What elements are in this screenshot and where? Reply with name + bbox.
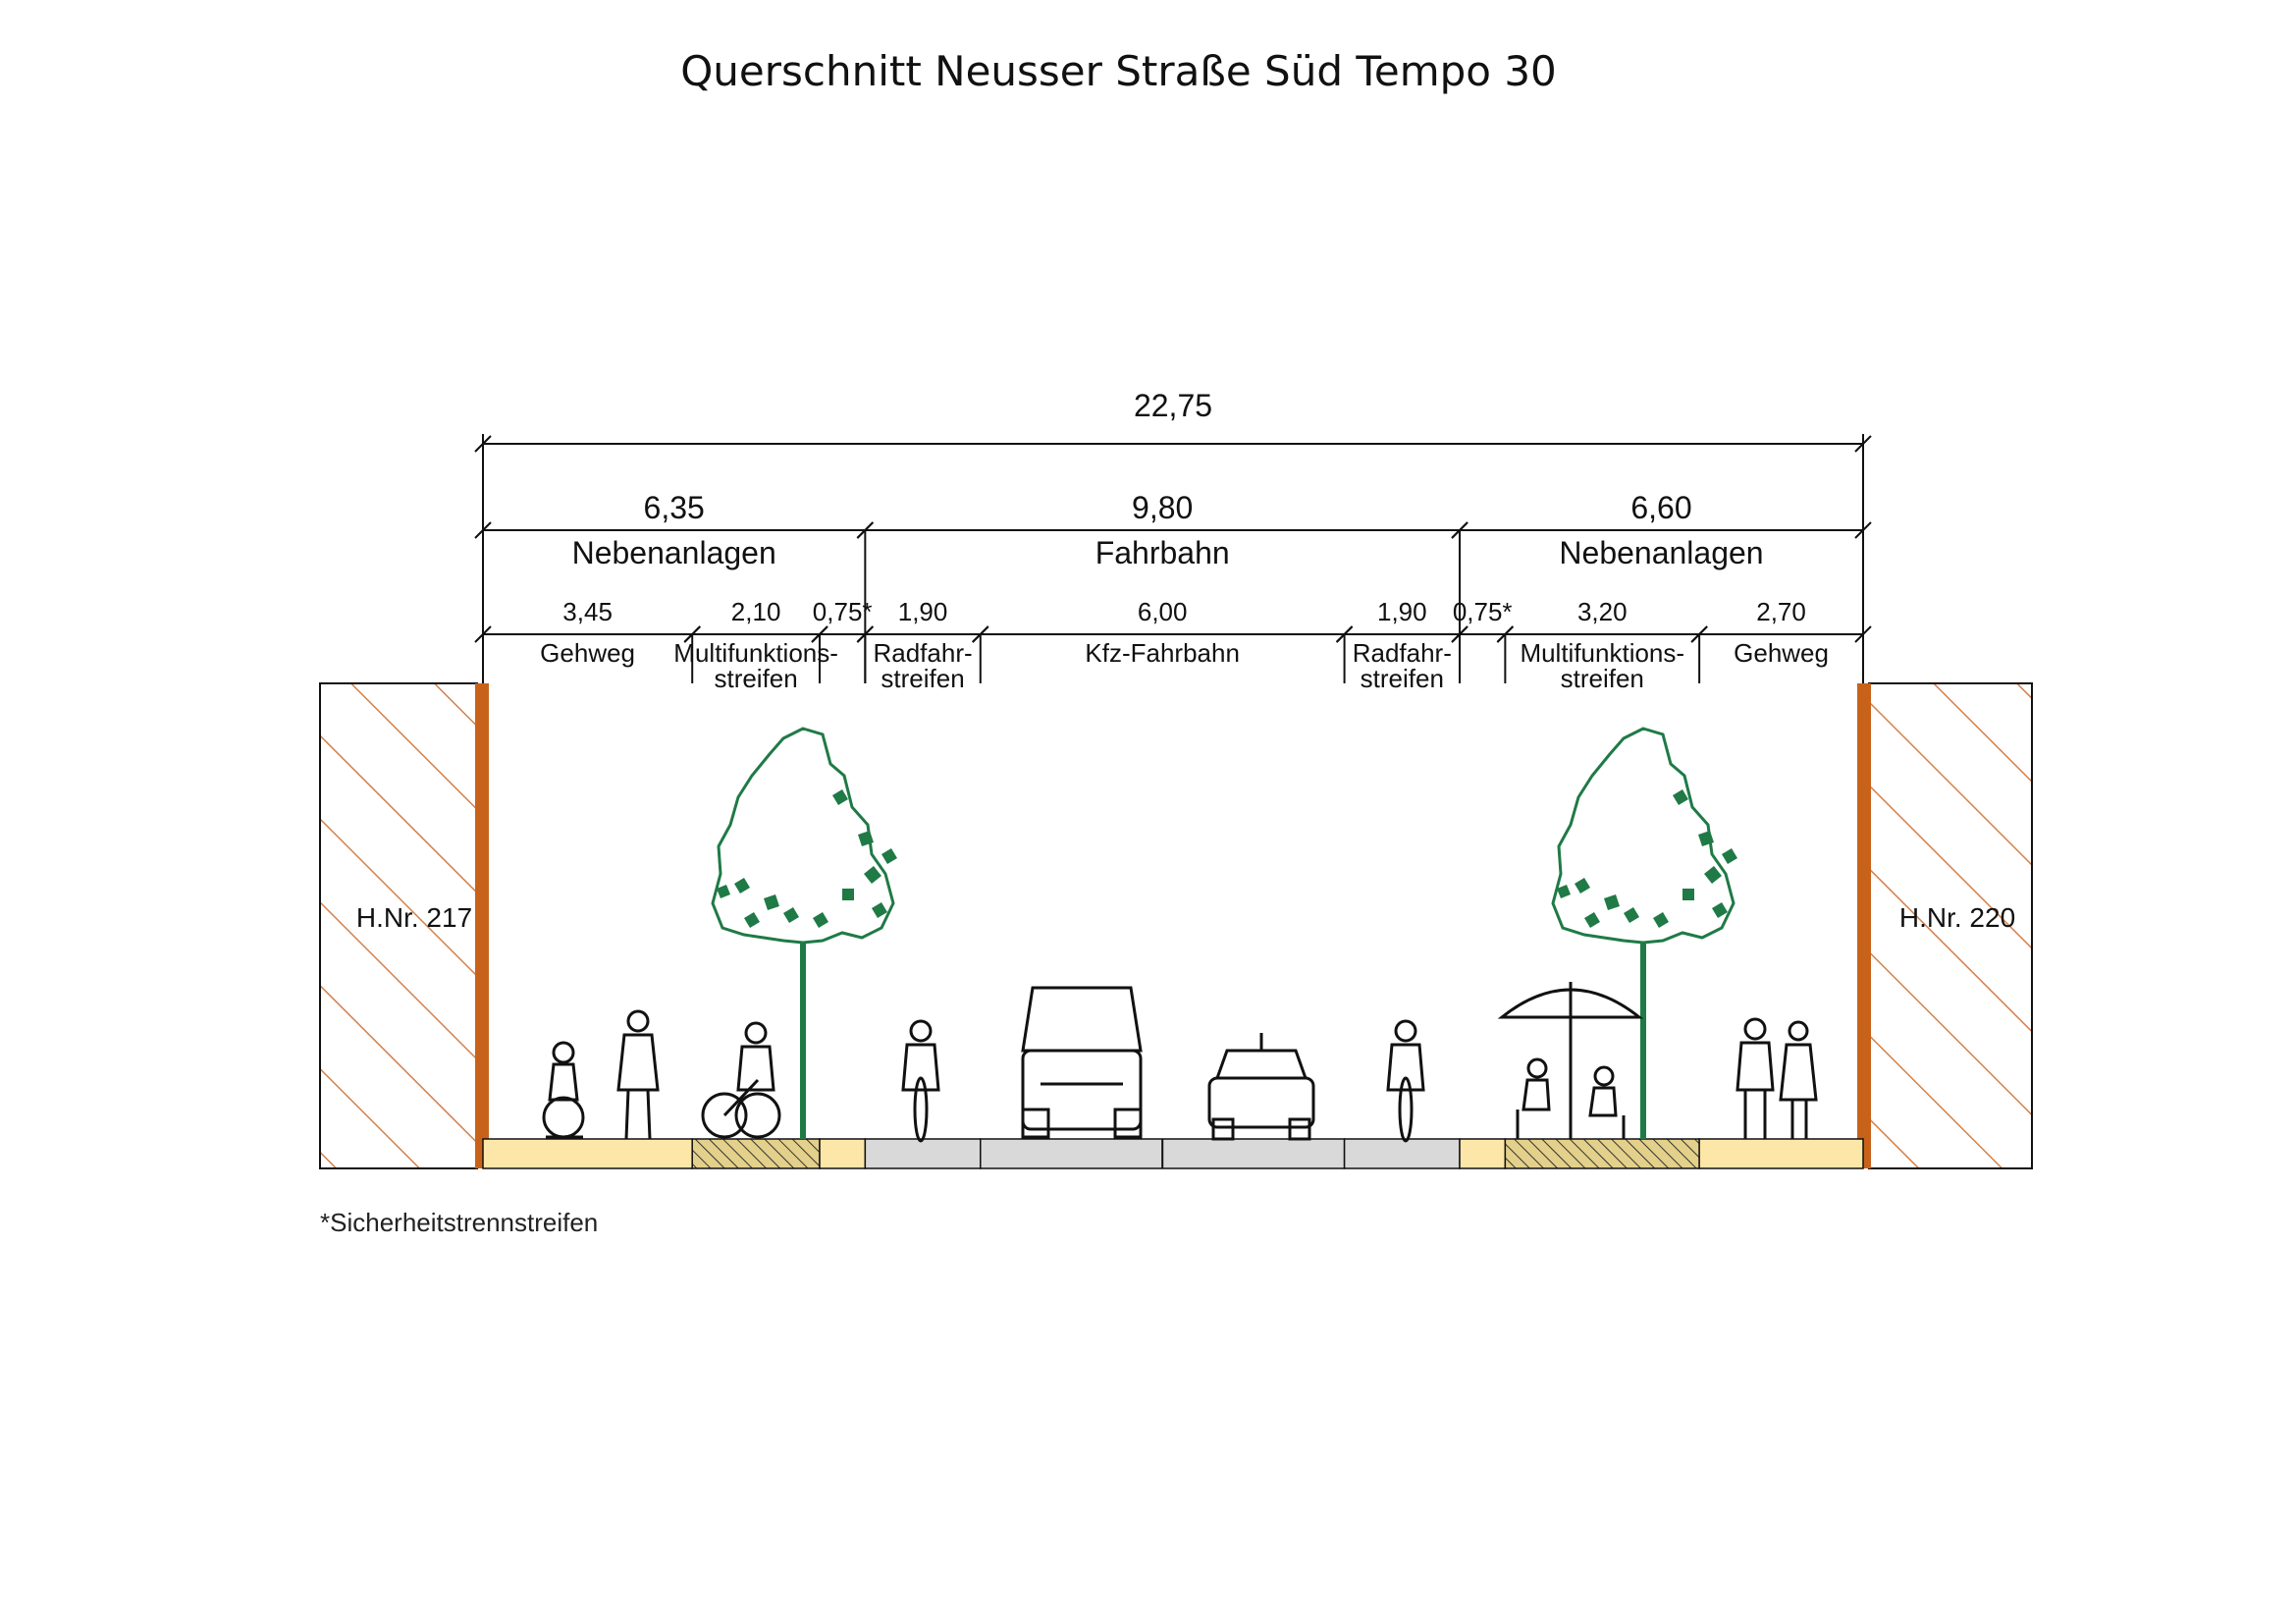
dimension-tick xyxy=(856,521,875,539)
segment-width-label: 3,20 xyxy=(1577,597,1628,626)
segment-width-label: 0,75* xyxy=(1453,597,1513,626)
ground-strip xyxy=(691,1138,821,1169)
segment-name-label: Gehweg xyxy=(540,638,635,668)
ground-strip xyxy=(1343,1138,1461,1169)
dimension-tick xyxy=(1690,625,1708,643)
group-name-label: Nebenanlagen xyxy=(572,535,776,570)
group-name-label: Fahrbahn xyxy=(1095,535,1230,570)
segment-name-label: Gehweg xyxy=(1734,638,1829,668)
dimension-tick xyxy=(1451,521,1468,539)
segment-name-label: streifen xyxy=(1561,664,1644,693)
ground-strip xyxy=(482,1138,693,1169)
segment-name-label: streifen xyxy=(1361,664,1444,693)
dimension-tick xyxy=(856,625,875,643)
group-name-label: Nebenanlagen xyxy=(1559,535,1763,570)
cafe-umbrella-icon xyxy=(1497,982,1644,1139)
segment-name-label: Multifunktions- xyxy=(1520,638,1684,668)
group-width-label: 9,80 xyxy=(1132,490,1193,525)
dimension-tick xyxy=(474,625,492,643)
segment-width-label: 6,00 xyxy=(1138,597,1188,626)
segment-name-label: Kfz-Fahrbahn xyxy=(1085,638,1240,668)
segment-name-label: streifen xyxy=(714,664,797,693)
dimension-tick xyxy=(1451,625,1468,643)
page-title: Querschnitt Neusser Straße Süd Tempo 30 xyxy=(680,47,1557,95)
building-right xyxy=(1868,682,2033,1169)
ground-strip xyxy=(1459,1138,1507,1169)
person-with-bicycle-icon xyxy=(701,1021,781,1139)
segment-width-label: 0,75* xyxy=(813,597,873,626)
cyclist-icon xyxy=(1386,1019,1425,1143)
pedestrian-icon xyxy=(616,1009,660,1140)
facade-right xyxy=(1857,683,1871,1168)
dimension-chain xyxy=(474,434,1872,1168)
group-width-label: 6,60 xyxy=(1630,490,1691,525)
building-left xyxy=(319,682,478,1169)
building-left-label: H.Nr. 217 xyxy=(356,902,472,933)
tree-icon xyxy=(711,727,897,1139)
dimension-tick xyxy=(811,625,828,643)
dimension-tick xyxy=(1496,625,1515,643)
ground-strip xyxy=(1504,1138,1700,1169)
building-right-label: H.Nr. 220 xyxy=(1899,902,2015,933)
ground-strips xyxy=(482,1138,1864,1169)
segment-width-label: 1,90 xyxy=(1377,597,1427,626)
dimension-tick xyxy=(1335,625,1354,643)
segment-name-label: streifen xyxy=(881,664,964,693)
wheelchair-user-icon xyxy=(542,1041,585,1139)
segment-width-label: 2,70 xyxy=(1756,597,1806,626)
segment-name-label: Radfahr- xyxy=(873,638,972,668)
dimension-tick xyxy=(972,625,989,643)
cyclist-icon xyxy=(901,1019,940,1143)
facade-left xyxy=(475,683,489,1168)
ground-strip xyxy=(819,1138,867,1169)
ground-strip xyxy=(864,1138,982,1169)
car-icon xyxy=(1207,1033,1315,1141)
segment-width-label: 3,45 xyxy=(562,597,613,626)
ground-strip xyxy=(1698,1138,1864,1169)
segment-width-label: 1,90 xyxy=(898,597,948,626)
group-width-label: 6,35 xyxy=(644,490,705,525)
total-width-label: 22,75 xyxy=(1134,388,1212,423)
segment-name-label: Radfahr- xyxy=(1353,638,1452,668)
dimension-tick xyxy=(683,625,701,643)
segment-name-label: Multifunktions- xyxy=(673,638,838,668)
pedestrian-couple-icon xyxy=(1735,1017,1818,1139)
dimension-tick xyxy=(474,521,492,539)
footnote: *Sicherheitstrennstreifen xyxy=(320,1208,599,1237)
van-icon xyxy=(1021,986,1143,1139)
tree-icon xyxy=(1551,727,1737,1139)
segment-width-label: 2,10 xyxy=(731,597,781,626)
